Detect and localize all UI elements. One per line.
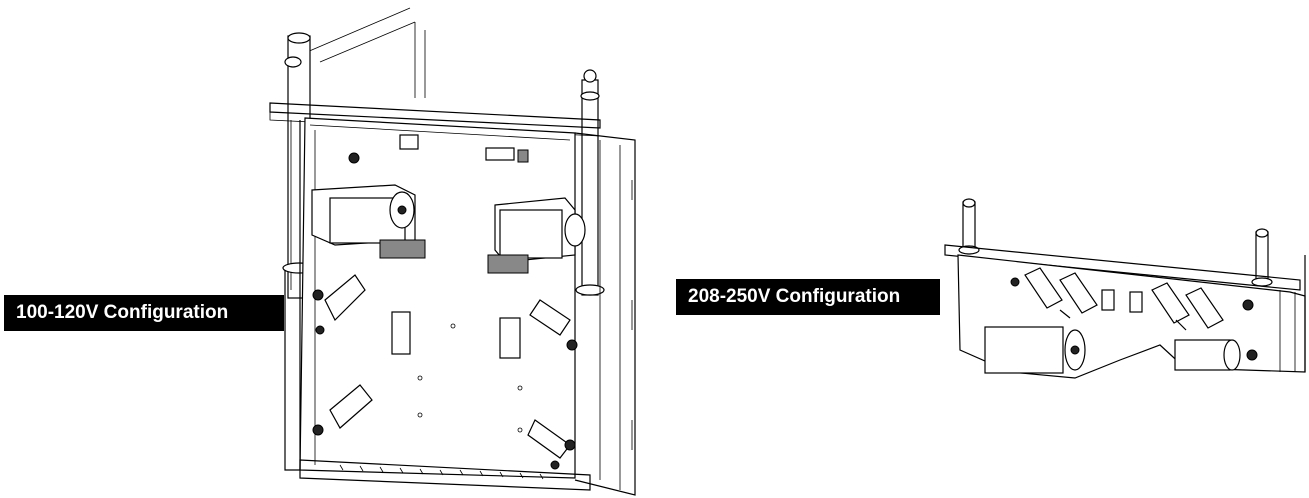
switch-bank xyxy=(1024,267,1224,331)
left-post-partial xyxy=(958,198,980,255)
motor-upper-right xyxy=(487,197,586,274)
motor-left-partial xyxy=(984,326,1086,374)
right-post-partial xyxy=(1251,228,1273,287)
config-label-208-250v: 208-250V Configuration xyxy=(676,279,940,315)
motor-right-partial xyxy=(1174,339,1241,371)
motor-upper-left xyxy=(311,184,426,259)
config-label-100-120v: 100-120V Configuration xyxy=(4,295,284,331)
